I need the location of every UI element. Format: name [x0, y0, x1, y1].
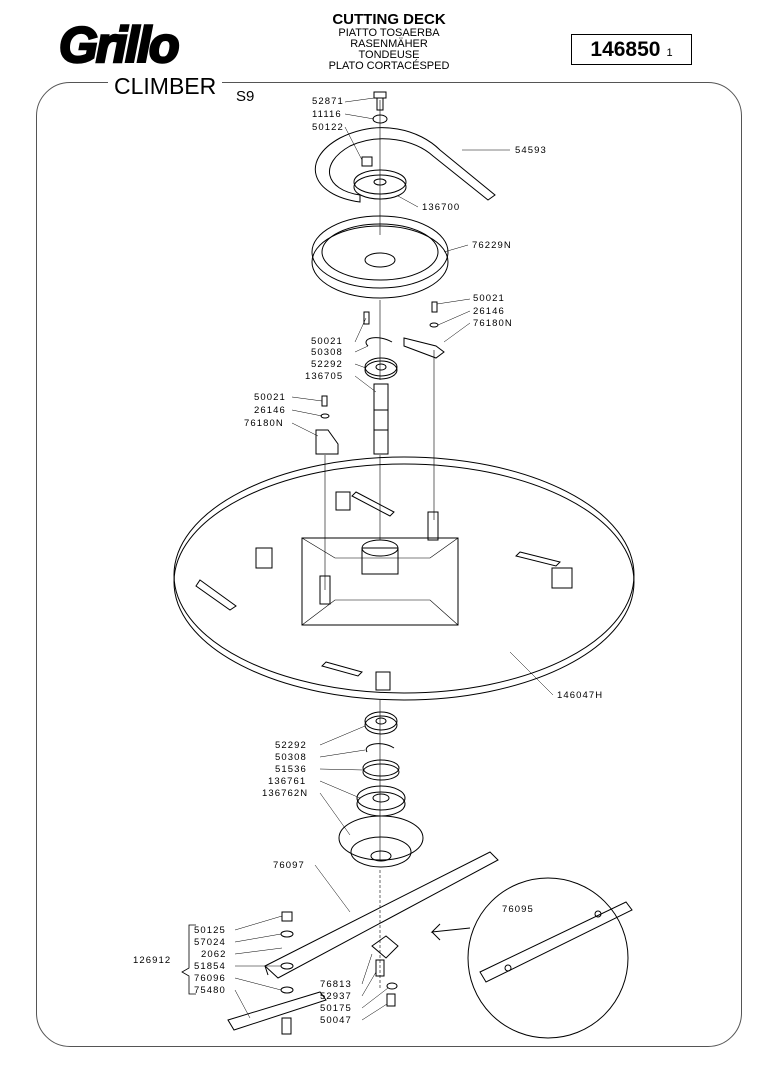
- part-label: 136705: [305, 371, 344, 382]
- part-label: 76180N: [244, 418, 284, 429]
- document-revision: 1: [666, 46, 673, 59]
- hub-136761-icon: [356, 785, 406, 817]
- bolt-50047-icon: [386, 993, 396, 1007]
- title-translation-de: RASENMÄHER: [350, 38, 428, 50]
- part-label: 50175: [320, 1003, 352, 1014]
- part-label: 50308: [311, 347, 343, 358]
- part-label: 50021: [311, 336, 343, 347]
- leader-lines: [234, 97, 554, 1021]
- washer-26146-left-icon: [320, 413, 330, 419]
- title-translation-it: PIATTO TOSAERBA: [338, 27, 440, 39]
- detail-bubble-icon: [430, 877, 633, 1039]
- hub-flange-icon: [353, 169, 407, 200]
- nut-50122-icon: [361, 156, 373, 167]
- drawing-frame: [36, 82, 742, 1047]
- part-label: 136700: [422, 202, 461, 213]
- part-label: 126912: [133, 955, 172, 966]
- title-translation-es: PLATO CORTACÉSPED: [328, 60, 450, 72]
- washer-50175-icon: [386, 982, 398, 990]
- document-number-box: 146850 1: [571, 34, 692, 65]
- blade-76097-icon: [264, 851, 499, 979]
- part-label: 50021: [254, 392, 286, 403]
- guard-strip-icon: [314, 127, 496, 203]
- blade-holder-136762N-icon: [338, 815, 424, 868]
- part-label: 26146: [254, 405, 286, 416]
- circlip-50308-bottom-icon: [365, 743, 395, 753]
- part-label: 76229N: [472, 240, 512, 251]
- bearing-51536-icon: [362, 759, 400, 781]
- part-label: 50047: [320, 1015, 352, 1026]
- part-label: 52292: [275, 740, 307, 751]
- shaft-136705-icon: [373, 383, 389, 455]
- part-label: 2062: [201, 949, 227, 960]
- part-label: 76813: [320, 979, 352, 990]
- part-label: 50021: [473, 293, 505, 304]
- washer-26146-right-icon: [429, 322, 439, 328]
- model-variant: S9: [236, 88, 255, 105]
- deck-146047H-icon: [173, 456, 635, 701]
- part-label: 50125: [194, 925, 226, 936]
- part-label: 76180N: [473, 318, 513, 329]
- part-label: 11116: [312, 109, 342, 120]
- title-block: CUTTING DECK PIATTO TOSAERBA RASENMÄHER …: [300, 12, 478, 72]
- bolt-52937-icon: [375, 959, 385, 977]
- title-translation-fr: TONDEUSE: [358, 49, 420, 61]
- part-label: 52292: [311, 359, 343, 370]
- bearing-52292-bottom-icon: [364, 711, 398, 735]
- pulley-icon: [311, 215, 449, 299]
- model-name: CLIMBER: [108, 73, 223, 100]
- part-label: 50122: [312, 122, 344, 133]
- part-label: 50308: [275, 752, 307, 763]
- document-number: 146850: [590, 37, 661, 61]
- logo-wordmark: Grillo: [59, 18, 178, 70]
- grillo-logo: Grillo: [58, 18, 182, 70]
- part-label: 75480: [194, 985, 226, 996]
- part-label: 51536: [275, 764, 307, 775]
- part-label: 136762N: [262, 788, 309, 799]
- part-label: 57024: [194, 937, 226, 948]
- bearing-52292-top-icon: [364, 357, 398, 380]
- spring-plate-76813-icon: [371, 935, 399, 959]
- part-label: 76097: [273, 860, 305, 871]
- bolt-52871-icon: [373, 91, 387, 111]
- part-label: 146047H: [557, 690, 604, 701]
- part-label: 76095: [502, 904, 534, 915]
- bolt-50021-left-icon: [363, 311, 370, 325]
- axis-lines: [324, 100, 435, 990]
- page-title: CUTTING DECK: [332, 11, 446, 28]
- part-label: 52937: [320, 991, 352, 1002]
- part-label: 54593: [515, 145, 547, 156]
- bolt-50021-right-icon: [431, 301, 438, 313]
- part-label: 136761: [268, 776, 307, 787]
- circlip-50308-icon: [365, 337, 393, 347]
- part-label: 26146: [473, 306, 505, 317]
- bolt-50021-left2-icon: [321, 395, 328, 407]
- part-label: 52871: [312, 96, 344, 107]
- part-label: 76096: [194, 973, 226, 984]
- bracket-76180N-left-icon: [315, 429, 339, 455]
- part-label: 51854: [194, 961, 226, 972]
- bracket-76180N-right-icon: [403, 337, 445, 359]
